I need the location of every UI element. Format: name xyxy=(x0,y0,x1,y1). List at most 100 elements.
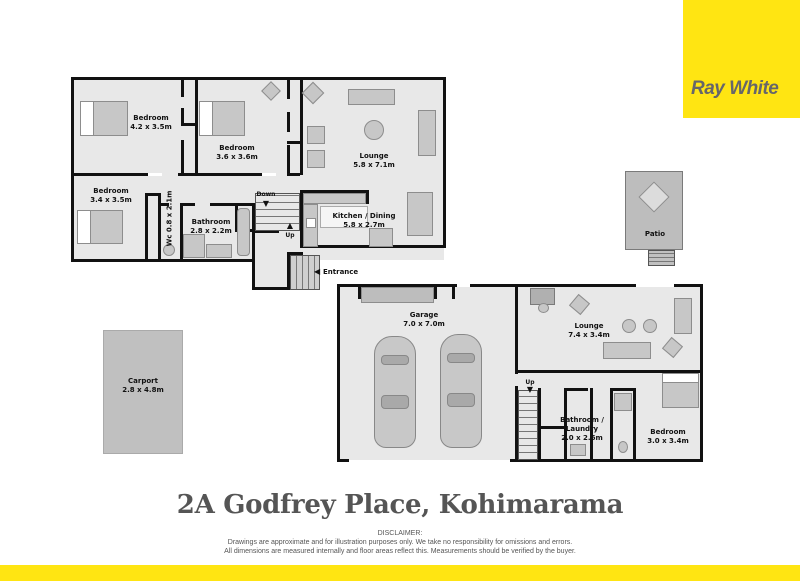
wall xyxy=(337,284,457,287)
wall xyxy=(287,252,303,255)
washing-machine-icon xyxy=(570,444,586,456)
wall xyxy=(287,112,290,132)
wall xyxy=(287,141,302,144)
wall xyxy=(366,190,369,204)
wall xyxy=(255,230,279,233)
arrow-up-icon: ▲ xyxy=(286,221,294,230)
cooktop-icon xyxy=(306,218,316,228)
wall xyxy=(287,145,290,176)
door xyxy=(262,173,276,176)
stairs-up-label-lower: Up xyxy=(525,379,535,386)
wall xyxy=(443,77,446,247)
shower-icon xyxy=(183,234,205,258)
stairs-up-label: Up xyxy=(285,232,295,239)
kitchen-bench-icon xyxy=(303,193,366,204)
wall xyxy=(181,108,184,126)
wall xyxy=(71,77,74,262)
sofa-icon xyxy=(674,298,692,334)
toilet-icon xyxy=(163,244,175,256)
ray-white-logo: Ray White xyxy=(683,0,800,118)
bathtub-icon xyxy=(237,208,250,256)
garage-bench-icon xyxy=(361,287,434,303)
staircase-lower xyxy=(518,390,538,460)
wall xyxy=(515,370,700,373)
disclaimer-heading: DISCLAIMER: xyxy=(377,530,423,537)
wall xyxy=(470,284,636,287)
patio-steps xyxy=(648,250,675,266)
wall xyxy=(510,459,703,462)
wall xyxy=(235,203,238,231)
entrance-steps xyxy=(290,255,320,290)
door xyxy=(457,284,470,287)
wall xyxy=(452,287,455,299)
arrow-down-icon: ▼ xyxy=(526,385,534,394)
dining-table-icon xyxy=(407,192,433,236)
staircase-upper xyxy=(255,193,300,231)
sofa-icon xyxy=(348,89,395,105)
wall xyxy=(252,230,255,290)
armchair-icon xyxy=(307,126,325,144)
coffee-table-icon xyxy=(364,120,384,140)
wall xyxy=(538,388,541,462)
disclaimer-line-1: Drawings are approximate and for illustr… xyxy=(227,539,573,546)
arrow-left-icon: ◀ xyxy=(314,267,321,276)
sofa-icon xyxy=(418,110,436,156)
carport-area xyxy=(103,330,183,454)
wall xyxy=(158,193,161,262)
wall xyxy=(180,203,183,262)
room-label-patio: Patio xyxy=(644,230,666,238)
brand-footer-bar xyxy=(0,565,800,581)
patio-door xyxy=(636,284,674,287)
property-address: 2A Godfrey Place, Kohimarama xyxy=(176,490,624,520)
wall xyxy=(181,77,184,97)
wall xyxy=(610,388,613,462)
wall xyxy=(178,173,273,176)
vanity-icon xyxy=(206,244,232,258)
stairs-down-label: Down xyxy=(256,191,276,198)
room-label-wc: Wc 0.8 x 2.1m xyxy=(165,190,174,247)
kitchen-bench-icon xyxy=(369,228,393,247)
pillow-icon xyxy=(662,373,699,383)
chair-icon xyxy=(538,303,549,313)
wall xyxy=(610,388,635,391)
wall xyxy=(71,259,255,262)
wall xyxy=(590,388,593,462)
wall xyxy=(71,77,446,80)
wall xyxy=(700,284,703,462)
toilet-icon xyxy=(618,441,628,453)
wall xyxy=(287,252,290,290)
pillow-icon xyxy=(199,101,213,136)
wall xyxy=(195,77,198,176)
wall xyxy=(633,388,636,462)
car-icon xyxy=(440,334,482,448)
arrow-down-icon: ▼ xyxy=(262,199,270,208)
wall xyxy=(71,173,161,176)
door xyxy=(148,173,162,176)
wall xyxy=(358,287,361,299)
wall xyxy=(252,203,255,231)
side-table-icon xyxy=(622,319,636,333)
wall xyxy=(300,190,303,248)
wall xyxy=(674,284,703,287)
pillow-icon xyxy=(80,101,94,136)
wall xyxy=(515,386,518,462)
wall xyxy=(180,203,195,206)
wall xyxy=(434,287,437,299)
armchair-icon xyxy=(307,150,325,168)
pillow-icon xyxy=(77,210,91,244)
wall xyxy=(183,123,197,126)
sofa-icon xyxy=(603,342,651,359)
wall xyxy=(300,190,368,193)
wall xyxy=(145,193,148,262)
wall xyxy=(337,459,349,462)
wall xyxy=(564,388,567,462)
